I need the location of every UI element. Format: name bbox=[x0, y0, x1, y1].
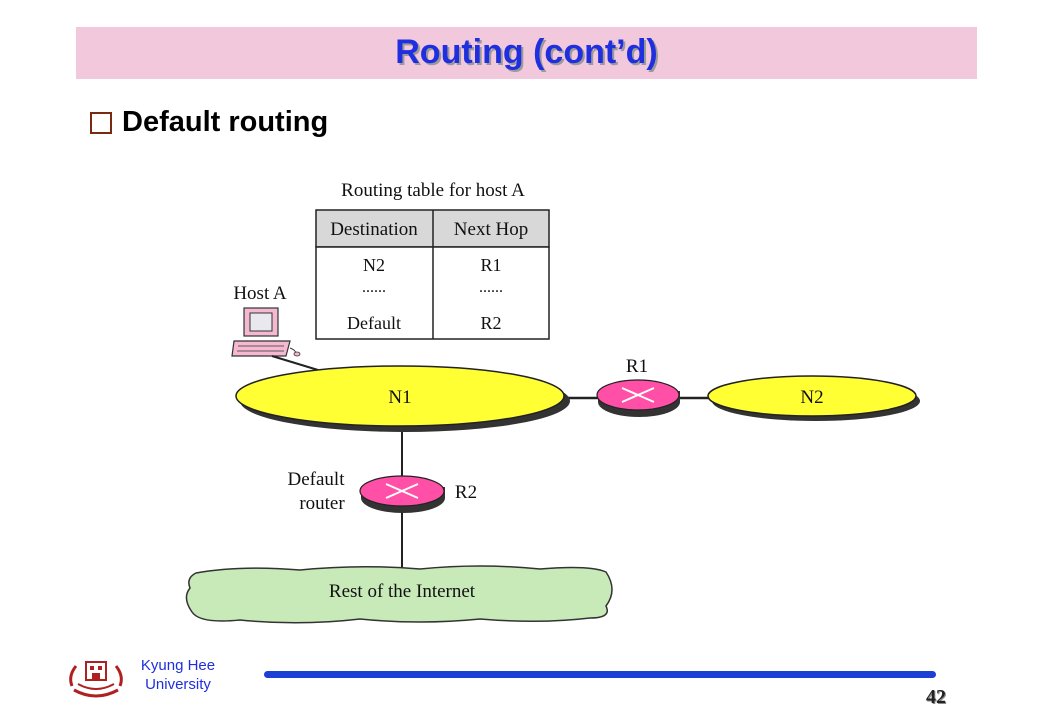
table-cell: R2 bbox=[480, 313, 501, 333]
network-n2: N2 bbox=[707, 375, 920, 421]
routing-table: Destination Next Hop N2 R1 ...... ......… bbox=[315, 209, 550, 340]
footer-divider bbox=[264, 671, 936, 678]
internet-label: Rest of the Internet bbox=[329, 581, 476, 602]
network-n2-label: N2 bbox=[800, 387, 823, 408]
network-n1-label: N1 bbox=[388, 387, 411, 408]
table-header-next-hop: Next Hop bbox=[454, 219, 528, 240]
table-caption: Routing table for host A bbox=[341, 180, 525, 201]
default-router-label-line2: router bbox=[299, 493, 345, 514]
computer-icon bbox=[231, 307, 301, 357]
router-r1-icon bbox=[596, 379, 680, 417]
slide-title: Routing (cont’d) bbox=[395, 33, 658, 71]
page-number: 42 bbox=[926, 686, 946, 708]
host-link bbox=[271, 355, 319, 371]
university-name: Kyung Hee University bbox=[128, 656, 228, 694]
square-bullet-icon bbox=[90, 112, 112, 134]
table-cell: R1 bbox=[480, 255, 501, 275]
title-bar: Routing (cont’d) bbox=[76, 27, 977, 79]
host-a-label: Host A bbox=[233, 283, 287, 304]
university-logo-icon bbox=[69, 661, 123, 698]
table-header-destination: Destination bbox=[330, 219, 418, 240]
bullet-heading: Default routing bbox=[122, 106, 329, 138]
university-name-line2: University bbox=[145, 676, 211, 693]
router-r1-label: R1 bbox=[626, 356, 648, 377]
table-cell: Default bbox=[347, 313, 401, 333]
router-r2-label: R2 bbox=[455, 482, 477, 503]
internet-cloud: Rest of the Internet bbox=[185, 565, 613, 624]
university-name-line1: Kyung Hee bbox=[140, 657, 216, 674]
table-cell: N2 bbox=[363, 255, 385, 275]
table-cell: ...... bbox=[479, 279, 503, 296]
router-r2-icon bbox=[359, 475, 445, 513]
network-n1: N1 bbox=[235, 365, 570, 432]
table-cell: ...... bbox=[362, 279, 386, 296]
default-router-label-line1: Default bbox=[288, 469, 346, 490]
